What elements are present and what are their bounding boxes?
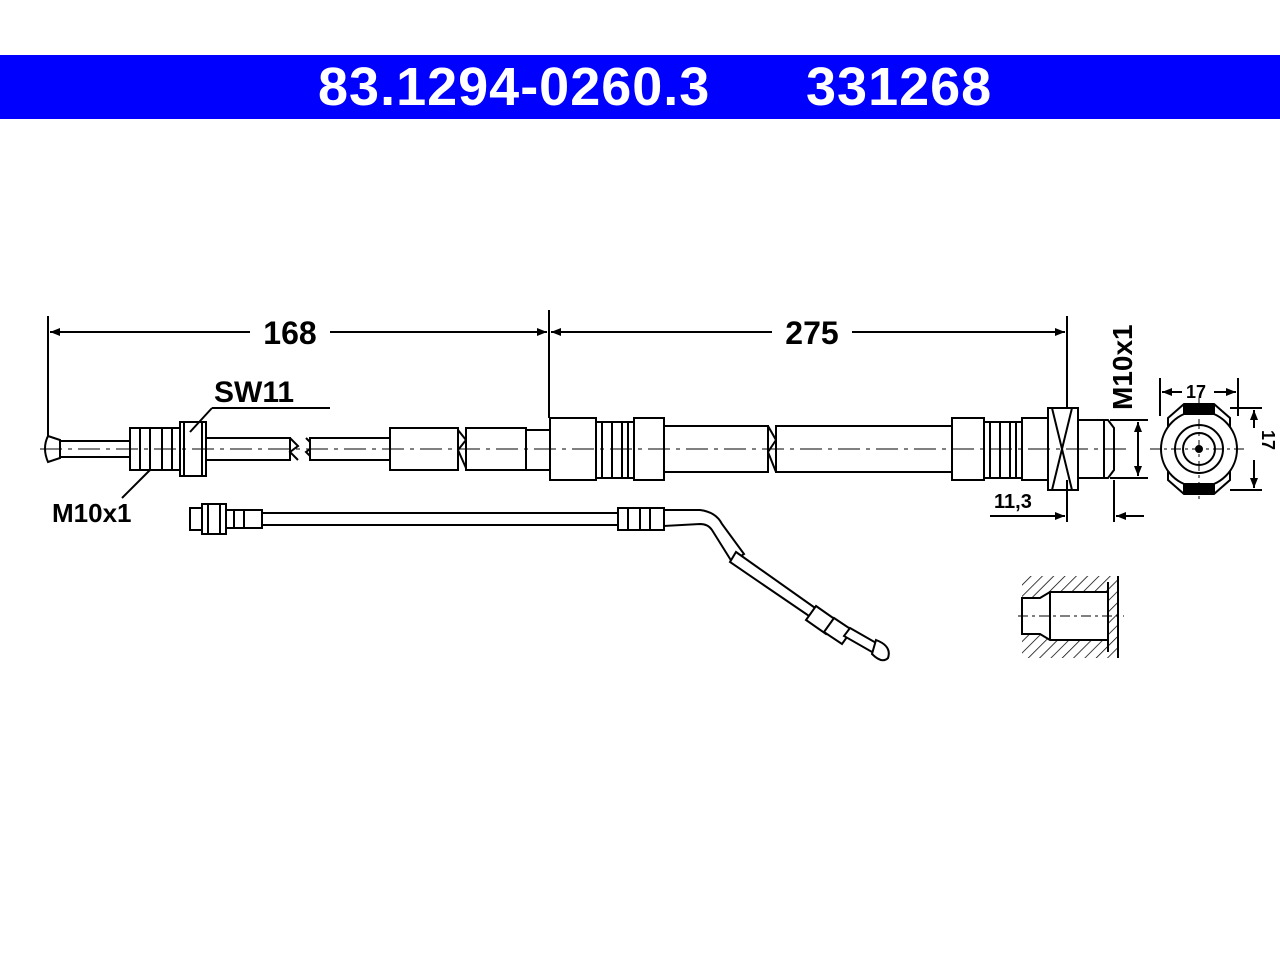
end-view-height-label: 17 (1258, 430, 1278, 450)
right-thread-label: M10x1 (1107, 324, 1138, 410)
fitting-length-label: 11,3 (994, 491, 1032, 513)
length-dimension-lines (47, 310, 1068, 445)
reference-number: 331268 (806, 57, 993, 117)
header-bar: 83.1294-0260.3 331268 (0, 55, 1280, 119)
m10-left-leader (121, 469, 151, 499)
end-view-width-label: 17 (1186, 382, 1206, 402)
dimension-275: 275 (785, 315, 838, 351)
wrench-size-label: SW11 (214, 376, 294, 409)
part-number: 83.1294-0260.3 (318, 57, 711, 117)
sw11-leader (189, 407, 330, 433)
dimension-168: 168 (263, 315, 316, 351)
port-section-view (1018, 576, 1124, 658)
left-thread-label: M10x1 (52, 498, 132, 528)
m10-right-dimension (1110, 419, 1148, 479)
dimension-11-3-lines (990, 480, 1144, 522)
end-view-dimensions (1159, 378, 1262, 491)
installed-hose-view (189, 503, 890, 662)
